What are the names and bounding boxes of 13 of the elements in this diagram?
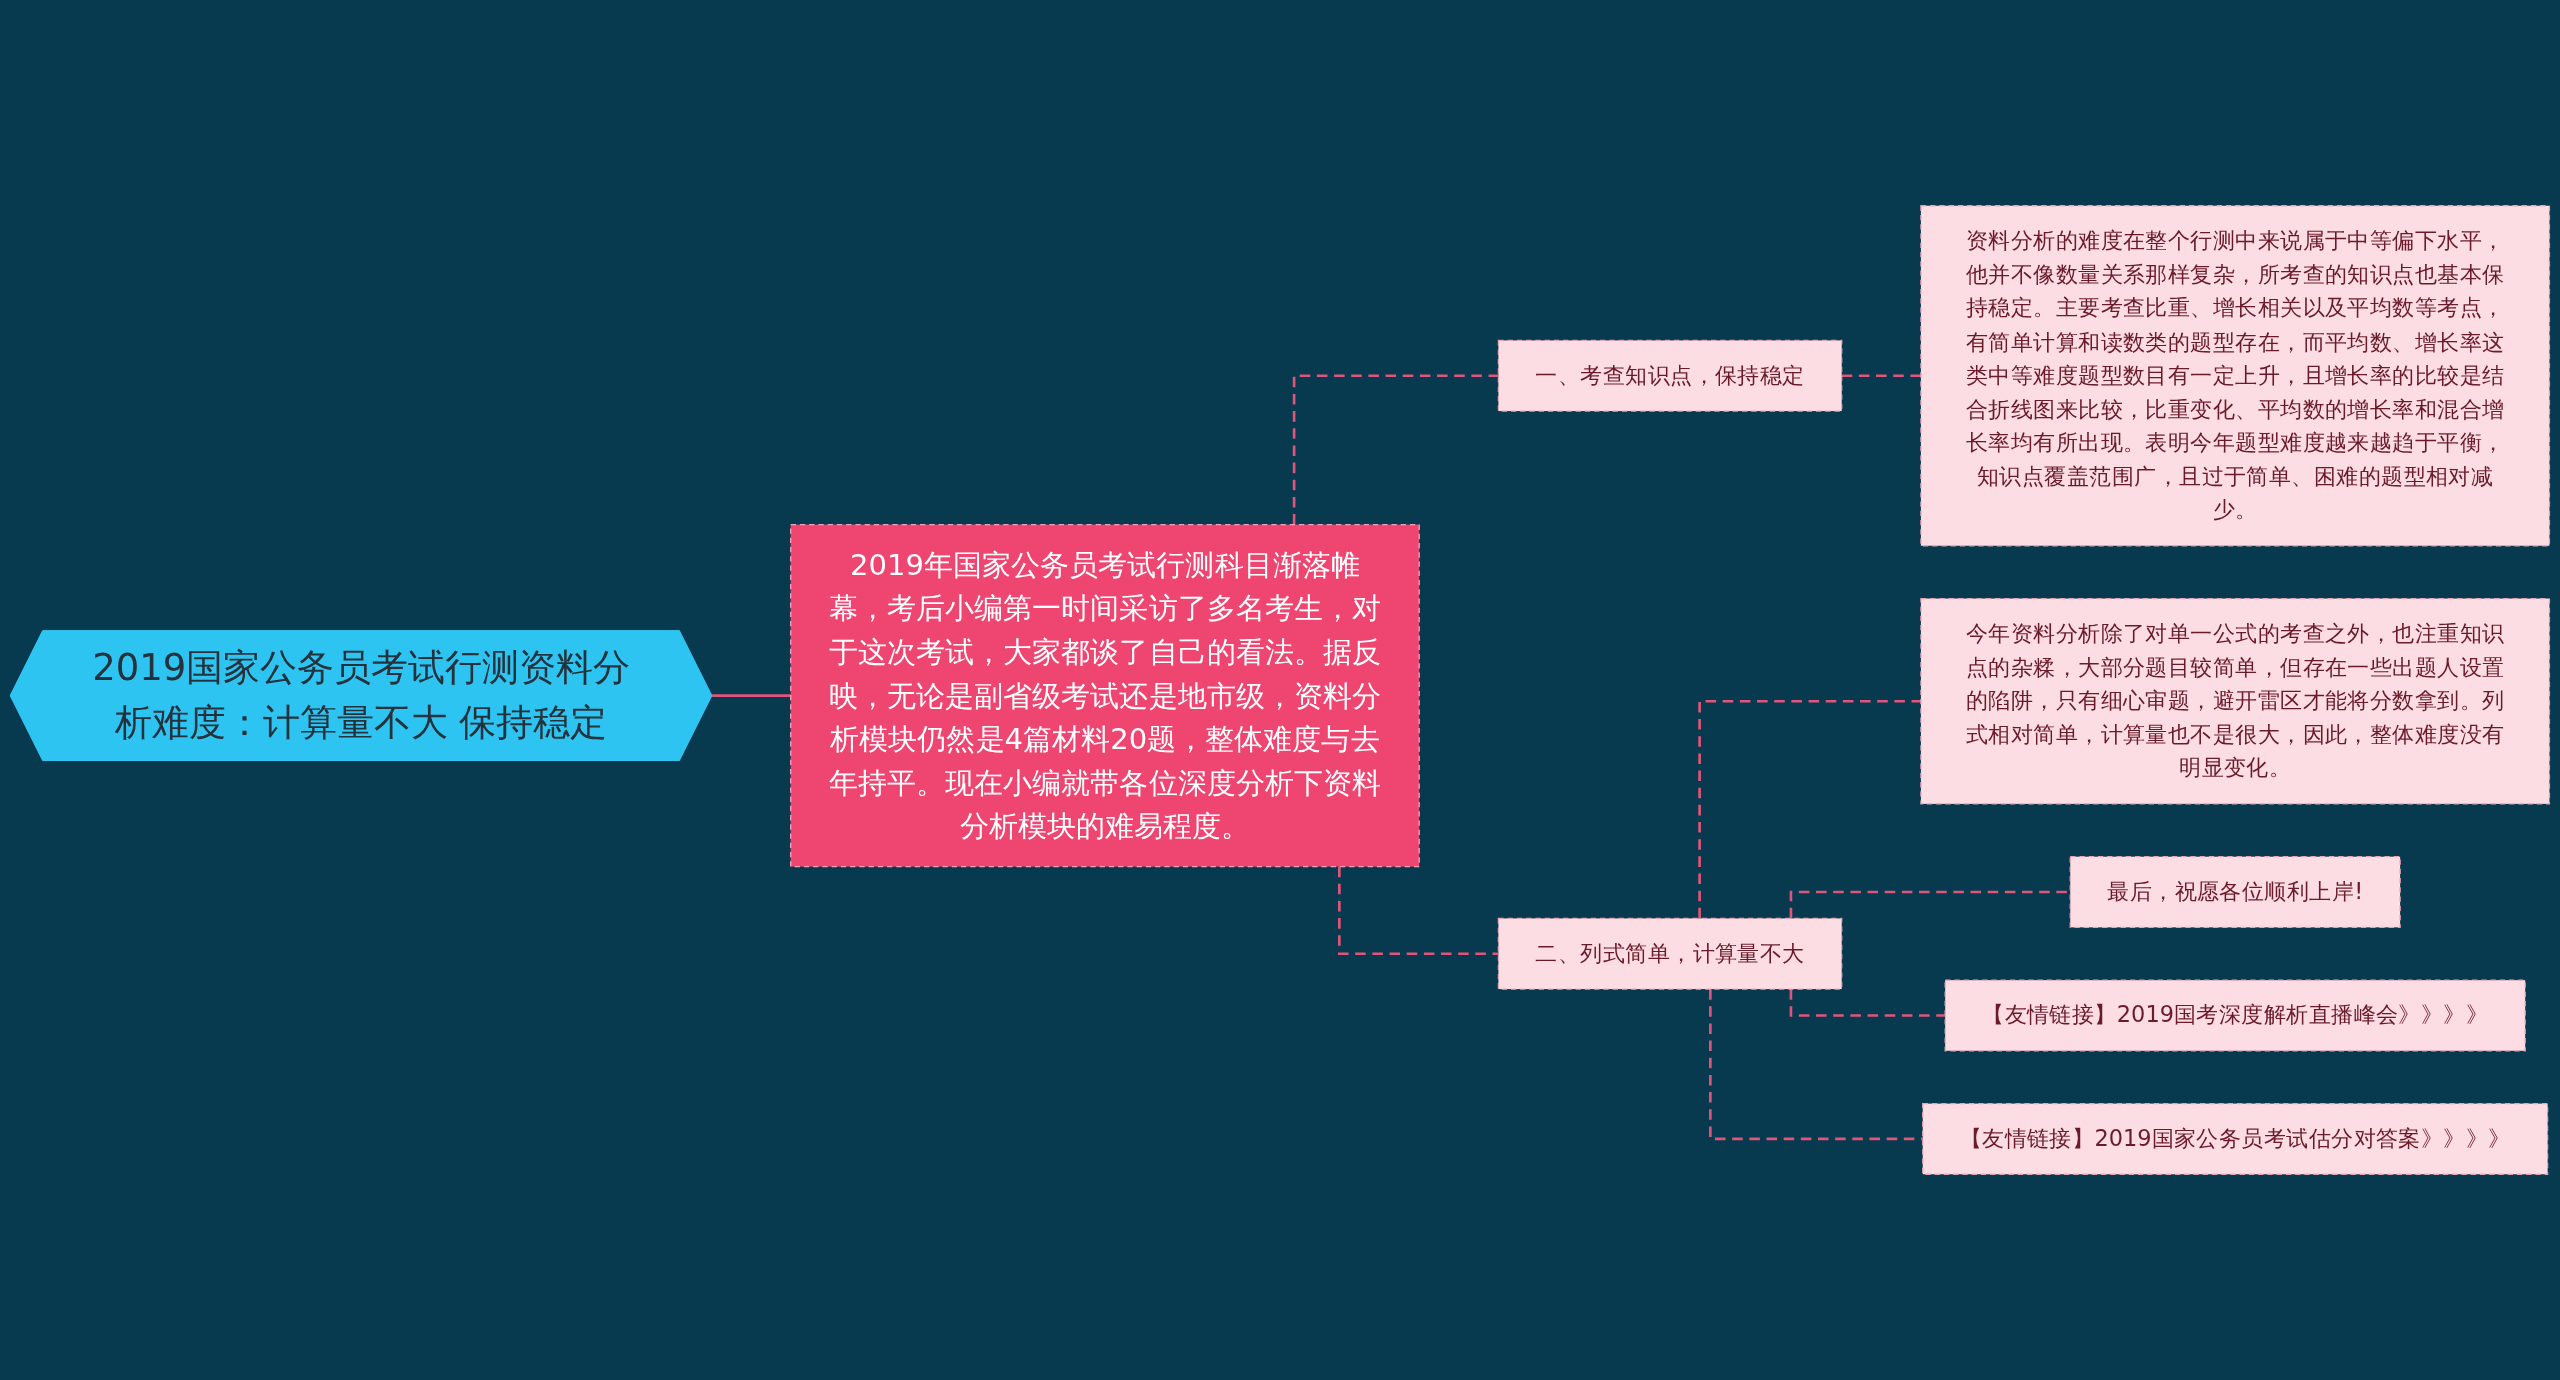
node-box: 2019年国家公务员考试行测科目渐落帷幕，考后小编第一时间采访了多名考生，对于这次考试，大家都谈了自己的看法。据反映，无论是副省级考试还是地市级，资料分析模块仍然是4篇材料20题，整体难度与去年持平。现在小编就带各位深度分析下资料分析模块的难易程度。 [790, 523, 1420, 868]
node-box: 资料分析的难度在整个行测中来说属于中等偏下水平，他并不像数量关系那样复杂，所考查的知识点也基本保持稳定。主要考查比重、增长相关以及平均数等考点，有简单计算和读数类的题型存在，而平均数、增长率这类中等难度题型数目有一定上升，且增长率的比较是结合折线图来比较，比重变化、平均数的增长率和混合增长率均有所出现。表明今年题型难度越来越趋于平衡，知识点覆盖范围广，且过于简单、困难的题型相对减少。 [1920, 205, 2551, 547]
node-box: 一、考查知识点，保持稳定 [1497, 339, 1843, 412]
connector [1789, 989, 1946, 1017]
connector [710, 694, 791, 698]
node-box: 【友情链接】2019国家公务员考试估分对答案》》》》 [1922, 1102, 2549, 1175]
node-box: 今年资料分析除了对单一公式的考查之外，也注重知识点的杂糅，大部分题目较简单，但存在一些出题人设置的陷阱，只有细心审题，避开雷区才能将分数拿到。列式相对简单，计算量也不是很大，因此，整体难度没有明显变化。 [1920, 597, 2551, 805]
node-box: 【友情链接】2019国考深度解析直播峰会》》》》 [1944, 979, 2526, 1052]
connector [1338, 866, 1499, 956]
connector [1292, 374, 1499, 525]
connector [1698, 699, 1921, 919]
node-box: 最后，祝愿各位顺利上岸! [2069, 856, 2401, 928]
node-box: 二、列式简单，计算量不大 [1497, 917, 1843, 990]
